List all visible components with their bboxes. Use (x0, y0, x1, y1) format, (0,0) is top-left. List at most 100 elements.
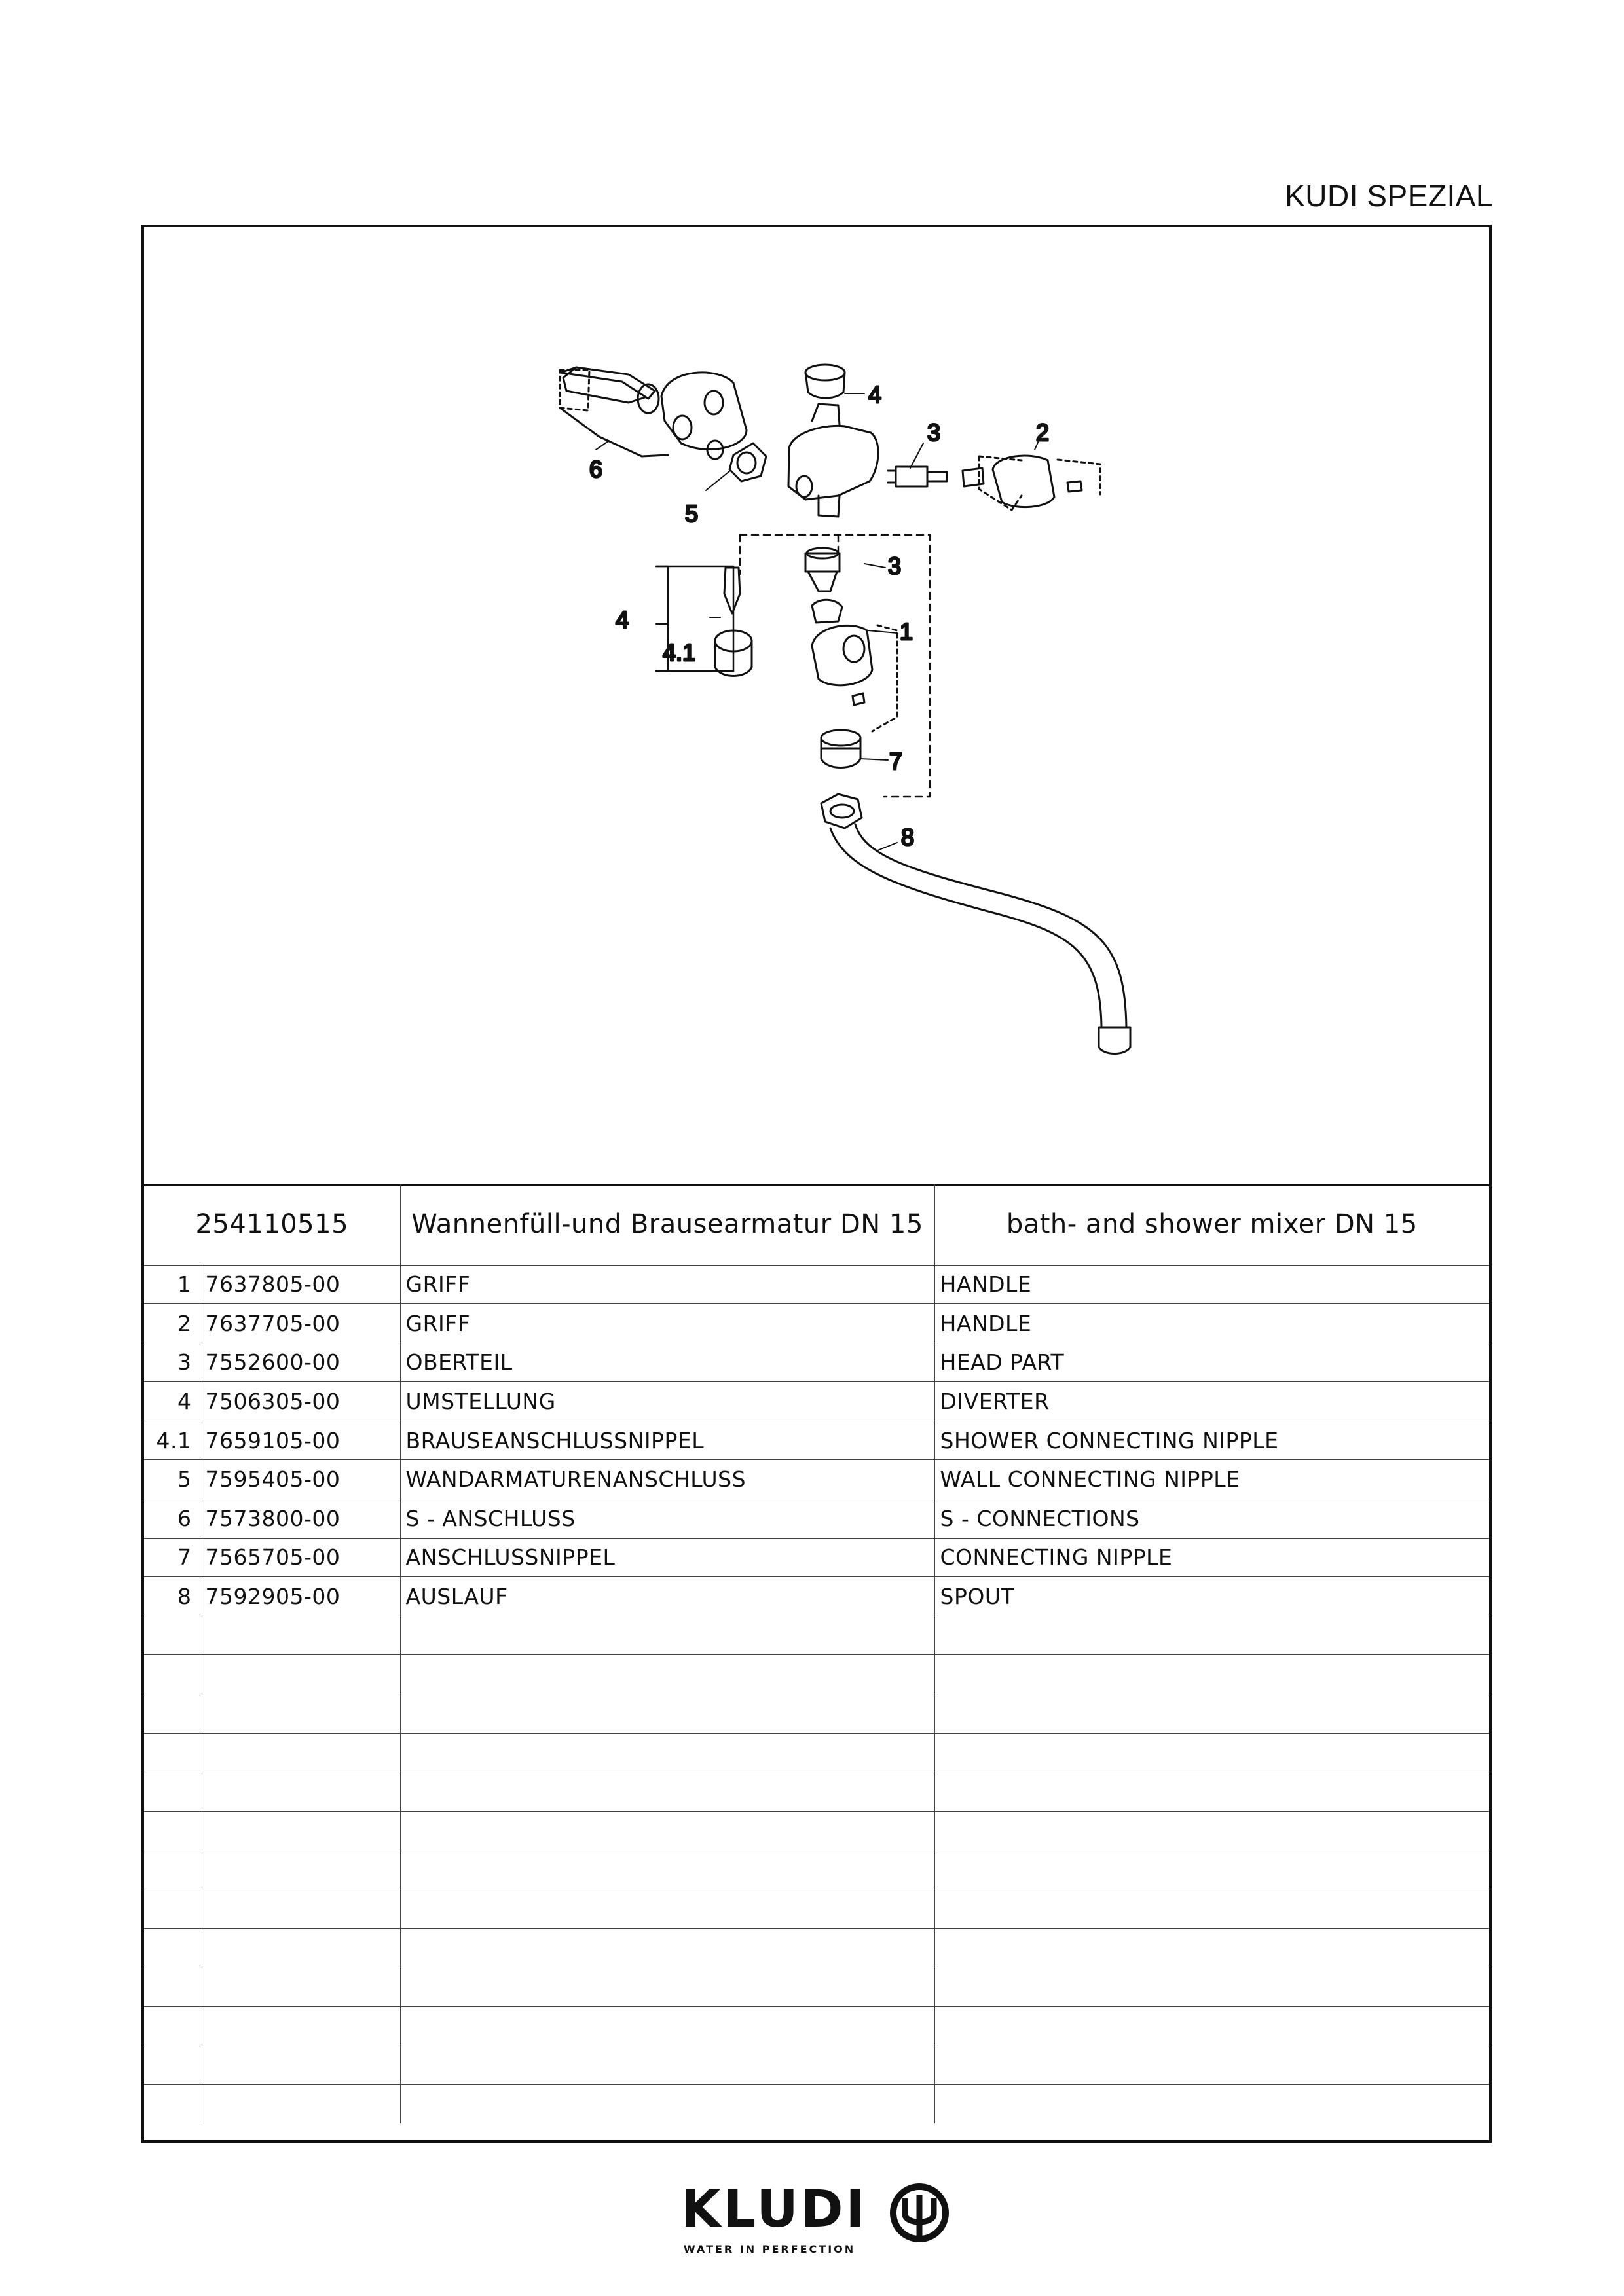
part-name-en: SHOWER CONNECTING NIPPLE (934, 1420, 1490, 1461)
parts-row (144, 1654, 1490, 1695)
part-name-de: S - ANSCHLUSS (399, 1499, 935, 1539)
callout-4: 4 (868, 381, 881, 408)
part-2-handle-right (978, 454, 1101, 511)
part-name-de (399, 1889, 935, 1929)
part-3-head-part-lower (804, 547, 841, 592)
part-position: 4 (144, 1381, 200, 1421)
part-position (144, 1694, 200, 1734)
part-name-en (934, 1927, 1490, 1968)
parts-row (144, 1850, 1490, 1889)
part-name-en: S - CONNECTIONS (934, 1499, 1490, 1539)
part-position (144, 1850, 200, 1889)
part-name-de: GRIFF (399, 1303, 935, 1343)
part-name-en (934, 1967, 1490, 2007)
part-number (199, 2045, 401, 2085)
part-name-en: DIVERTER (934, 1381, 1490, 1421)
callout-1: 1 (900, 618, 913, 645)
part-name-en (934, 1615, 1490, 1656)
part-position (144, 2083, 200, 2124)
part-number: 7637805-00 (199, 1264, 401, 1305)
callout-3: 3 (927, 419, 940, 446)
part-position (144, 1927, 200, 1968)
brand-tagline: WATER IN PERFECTION (684, 2243, 856, 2255)
part-position (144, 1772, 200, 1812)
parts-row (144, 1772, 1490, 1812)
part-number: 7573800-00 (199, 1499, 401, 1539)
parts-row (144, 1927, 1490, 1968)
exploded-view-svg: 4 3 2 6 5 3 1 4 4.1 7 8 (559, 363, 1132, 1055)
part-number (199, 1772, 401, 1812)
part-position: 8 (144, 1576, 200, 1616)
part-number (199, 1850, 401, 1889)
part-position: 3 (144, 1342, 200, 1383)
part-name-en (934, 1850, 1490, 1889)
part-name-en (934, 2005, 1490, 2046)
part-4-cap (804, 363, 846, 399)
part-name-de (399, 1810, 935, 1851)
part-name-en: SPOUT (934, 1576, 1490, 1616)
part-name-de (399, 1850, 935, 1889)
part-name-en (934, 1694, 1490, 1734)
part-name-en (934, 1810, 1490, 1851)
part-7-connecting-nipple (820, 729, 862, 769)
part-name-de (399, 2005, 935, 2046)
part-name-en (934, 1889, 1490, 1929)
part-number (199, 1694, 401, 1734)
part-number: 7637705-00 (199, 1303, 401, 1343)
parts-table-header: 254110515 Wannenfüll-und Brausearmatur D… (144, 1184, 1490, 1266)
part-name-de: GRIFF (399, 1264, 935, 1305)
part-name-en (934, 2045, 1490, 2085)
part-position (144, 1654, 200, 1695)
part-number: 7592905-00 (199, 1576, 401, 1616)
part-1-handle-lower (811, 598, 898, 733)
product-name-en: bath- and shower mixer DN 15 (934, 1184, 1490, 1266)
part-position (144, 1967, 200, 2007)
part-name-en (934, 2083, 1490, 2124)
callout-4-1: 4.1 (663, 639, 695, 666)
part-8-spout (820, 793, 1132, 1055)
part-number: 7659105-00 (199, 1420, 401, 1461)
part-4-diverter-group (655, 565, 753, 677)
part-position: 5 (144, 1459, 200, 1500)
part-position (144, 2005, 200, 2046)
part-position: 1 (144, 1264, 200, 1305)
part-name-de: UMSTELLUNG (399, 1381, 935, 1421)
parts-row (144, 2045, 1490, 2085)
part-position (144, 1810, 200, 1851)
part-position: 2 (144, 1303, 200, 1343)
callout-7: 7 (889, 748, 902, 774)
callout-2: 2 (1036, 419, 1049, 446)
part-number: 7565705-00 (199, 1537, 401, 1578)
part-number (199, 2083, 401, 2124)
part-name-en: CONNECTING NIPPLE (934, 1537, 1490, 1578)
callout-leaders (595, 393, 1041, 851)
mixer-body (787, 403, 879, 518)
part-name-en (934, 1772, 1490, 1812)
callout-3-lower: 3 (888, 553, 901, 579)
part-6-s-connection (559, 366, 748, 460)
part-name-de: WANDARMATURENANSCHLUSS (399, 1459, 935, 1500)
part-name-de (399, 1732, 935, 1773)
part-name-de (399, 1654, 935, 1695)
part-name-de (399, 2083, 935, 2124)
part-number (199, 1927, 401, 1968)
part-number (199, 2005, 401, 2046)
part-number (199, 1732, 401, 1773)
part-number: 7552600-00 (199, 1342, 401, 1383)
document-title: KUDI SPEZIAL (1285, 179, 1493, 213)
part-name-de (399, 1927, 935, 1968)
part-name-de (399, 1967, 935, 2007)
parts-row (144, 2005, 1490, 2046)
callout-8: 8 (901, 824, 914, 850)
part-number (199, 1810, 401, 1851)
part-name-de (399, 1615, 935, 1656)
parts-row (144, 1889, 1490, 1929)
part-number (199, 1889, 401, 1929)
part-position: 6 (144, 1499, 200, 1539)
